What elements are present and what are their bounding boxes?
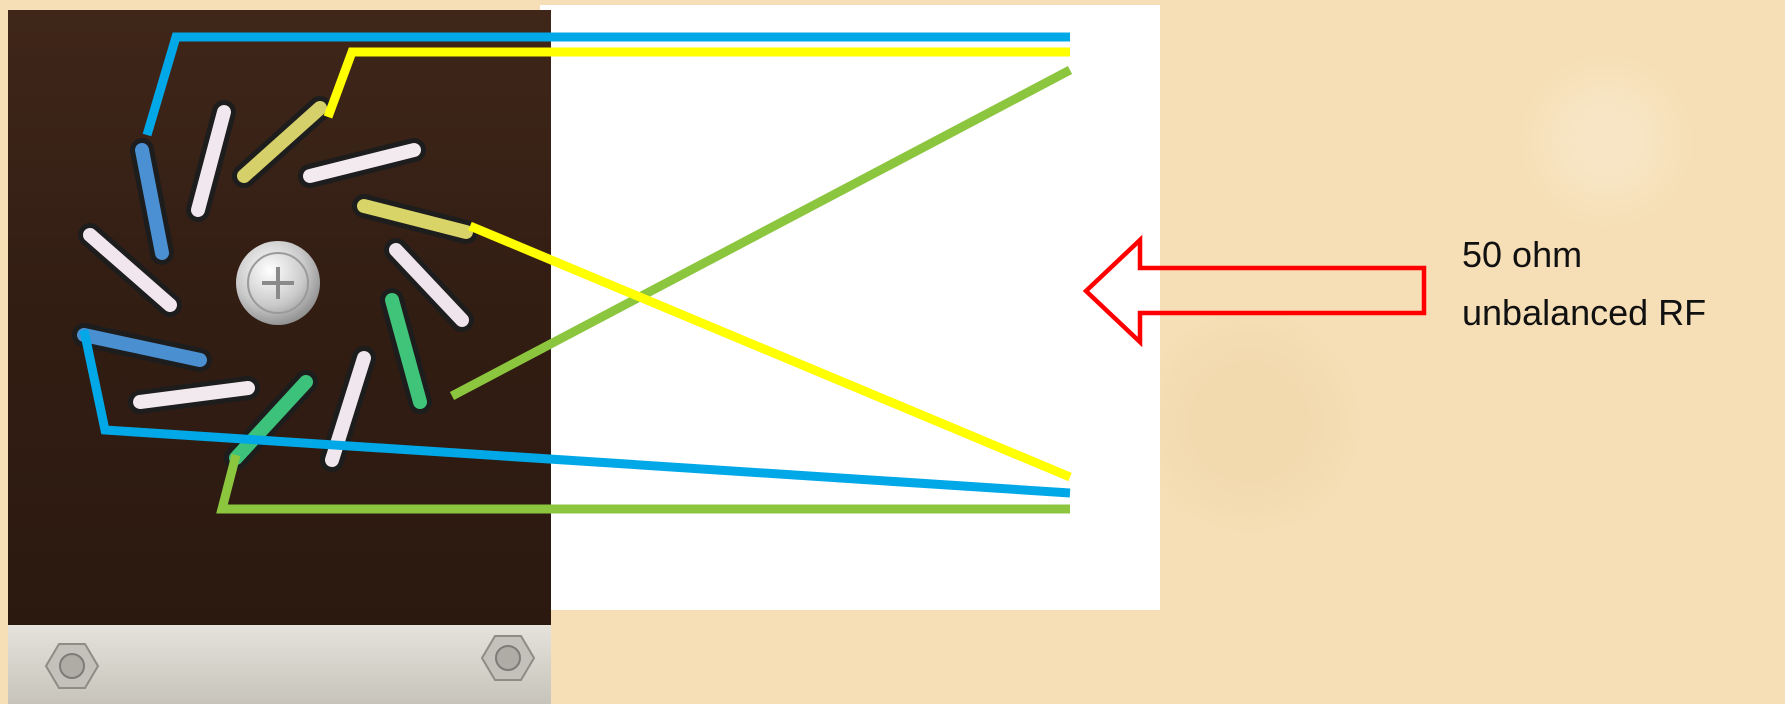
rf-annotation: 50 ohm unbalanced RF <box>1462 226 1706 342</box>
annotation-line-2: unbalanced RF <box>1462 284 1706 342</box>
annotation-line-1: 50 ohm <box>1462 226 1706 284</box>
white-panel <box>540 5 1160 610</box>
screw-icon <box>236 241 320 325</box>
